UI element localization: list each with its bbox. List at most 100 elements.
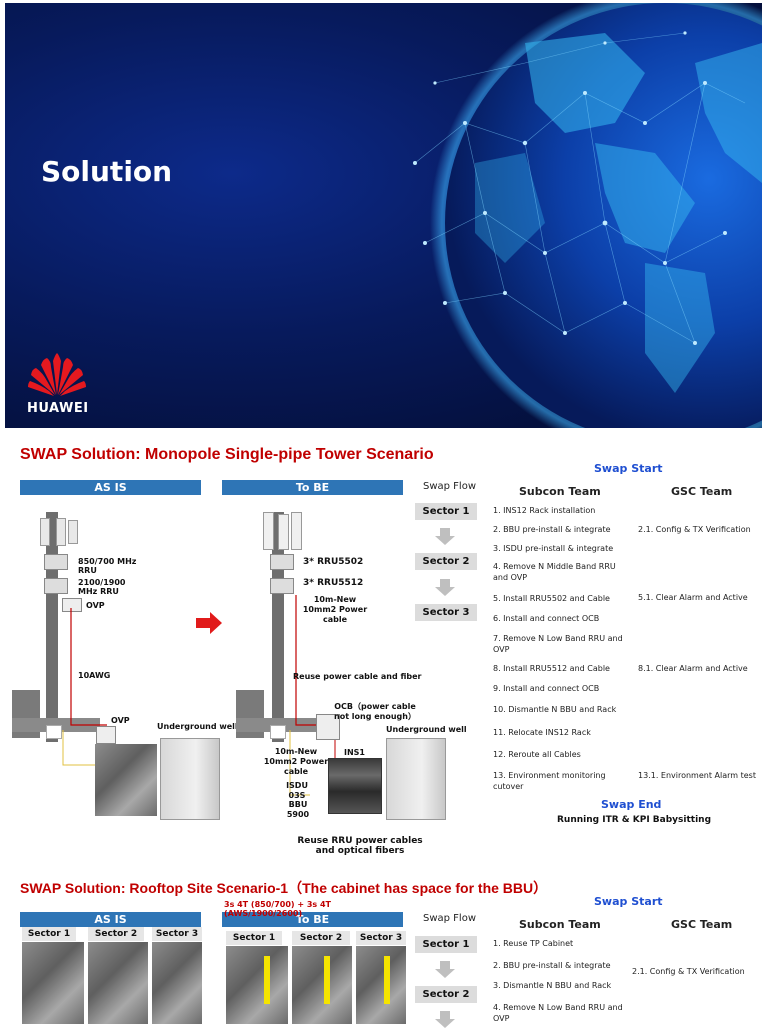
antenna [56,518,66,546]
step-item: 7. Remove N Low Band RRU and OVP [493,634,623,654]
rru5512-unit [270,578,294,594]
site-photo [22,942,84,1024]
ovp-box-bottom [96,726,116,744]
step-item: 11. Relocate INS12 Rack [493,728,591,737]
label-power-bottom: 10m-New 10mm2 Power cable [263,747,329,776]
swap-start-label: Swap Start [594,462,663,475]
step-item: 13. Environment monitoring cutover [493,771,606,791]
step-item: 2. BBU pre-install & integrate [493,961,611,970]
site-photo [226,946,288,1024]
ocb-box [316,714,340,740]
step-item: 3. Dismantle N BBU and Rack [493,981,612,990]
junction [46,725,62,739]
brand-name: HUAWEI [27,401,89,416]
globe-graphic [413,3,762,428]
swap-end-label: Swap End [601,798,662,811]
label-ins1: INS1 [344,748,365,757]
antenna [40,518,50,546]
rru-unit [44,578,68,594]
arrow-down-icon [435,961,455,978]
cover-title: Solution [41,155,173,188]
to-be-header: To BE [222,912,403,927]
bbu-rack [328,758,382,814]
step-item: 4. Remove N Low Band RRU and OVP [493,1003,623,1023]
ovp-box [62,598,82,612]
antenna [278,514,289,550]
site-photo [88,942,148,1024]
photo-sector-label: Sector 1 [22,927,76,941]
junction [270,725,286,739]
arrow-down-icon [435,579,455,596]
gsc-step-item: 2.1. Config & TX Verification [638,525,751,534]
step-item: 6. Install and connect OCB [493,614,600,623]
swap-flow-label: Swap Flow [423,481,477,492]
label-rru-850: 850/700 MHz RRU [78,557,137,575]
label-rru5502: 3* RRU5502 [303,557,364,567]
highlight-marker [324,956,330,1004]
photo-sector-label: Sector 3 [356,931,406,945]
gsc-step-item: 2.1. Config & TX Verification [632,967,745,976]
flow-sector-1: Sector 1 [415,936,477,953]
flow-sector-2: Sector 2 [415,553,477,570]
gsc-step-item: 13.1. Environment Alarm test [638,771,756,780]
running-label: Running ITR & KPI Babysitting [557,815,712,825]
label-ovp-bottom: OVP [111,716,130,725]
antenna [263,512,274,550]
huawei-logo-icon [28,353,86,396]
gsc-step-item: 8.1. Clear Alarm and Active [638,664,748,673]
flow-sector-1: Sector 1 [415,503,477,520]
highlight-marker [384,956,390,1004]
cabinet-photo [386,738,446,820]
label-ocb: OCB（power cable not long enough） [334,702,416,721]
arrow-right-icon [196,612,222,634]
step-item: 3. ISDU pre-install & integrate [493,544,614,553]
as-is-header: AS IS [20,912,201,927]
arrow-down-icon [435,528,455,545]
label-rru-2100: 2100/1900 MHz RRU [78,578,126,596]
step-item: 9. Install and connect OCB [493,684,600,693]
cover-slide: Solution HUAWEI [5,3,762,428]
label-bbu: BBU5900 [286,800,310,819]
gsc-team-header: GSC Team [671,918,733,931]
step-item: 5. Install RRU5502 and Cable [493,594,610,603]
swap-start-label: Swap Start [594,895,663,908]
antenna [68,520,78,544]
label-underground-right: Underground well [386,725,467,734]
step-item: 1. INS12 Rack installation [493,506,596,515]
gsc-team-header: GSC Team [671,485,733,498]
step-item: 10. Dismantle N BBU and Rack [493,705,617,714]
slide2-title: SWAP Solution: Rooftop Site Scenario-1（T… [20,880,548,896]
label-reuse-rru: Reuse RRU power cables and optical fiber… [297,836,423,856]
photo-sector-label: Sector 1 [226,931,282,945]
label-rru5512: 3* RRU5512 [303,578,364,588]
step-item: 4. Remove N Middle Band RRU and OVP [493,562,616,582]
cable-lines [62,608,107,766]
site-photo [292,946,352,1024]
photo-sector-label: Sector 2 [88,927,144,941]
label-underground-left: Underground well [157,722,238,731]
step-item: 2. BBU pre-install & integrate [493,525,611,534]
subcon-team-header: Subcon Team [519,918,601,931]
rru-unit [44,554,68,570]
flow-sector-2: Sector 2 [415,986,477,1003]
site-photo [356,946,406,1024]
swap-flow-label: Swap Flow [423,913,477,924]
config-label: 3s 4T (850/700) + 3s 4T (AWS/1900/2600) [224,900,331,918]
step-item: 12. Reroute all Cables [493,750,581,759]
rru5502-unit [270,554,294,570]
photo-sector-label: Sector 2 [292,931,350,945]
slide1-title: SWAP Solution: Monopole Single-pipe Towe… [20,446,434,463]
label-isdu: ISDU03S [286,781,308,800]
cabinet-photo [160,738,220,820]
antenna [291,512,302,550]
cable-photo [95,744,157,816]
highlight-marker [264,956,270,1004]
photo-sector-label: Sector 3 [152,927,202,941]
to-be-header: To BE [222,480,403,495]
flow-sector-3: Sector 3 [415,604,477,621]
label-reuse-power: Reuse power cable and fiber [293,672,422,681]
site-photo [152,942,202,1024]
as-is-header: AS IS [20,480,201,495]
step-item: 1. Reuse TP Cabinet [493,939,574,948]
label-awg: 10AWG [78,671,111,680]
